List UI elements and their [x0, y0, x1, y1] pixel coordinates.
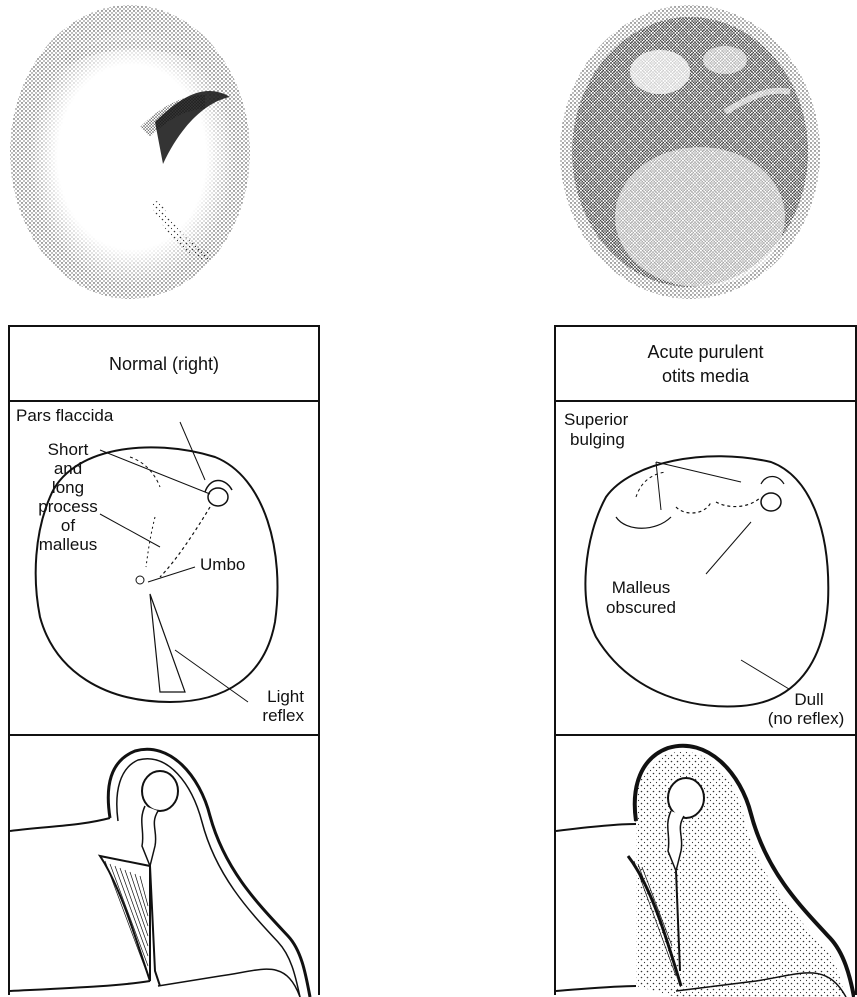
label-pars-flaccida: Pars flaccida	[16, 406, 113, 426]
acute-diagram-panel: Superior bulging Malleus obscured Dull (…	[554, 400, 857, 736]
acute-otitis-eardrum-photo	[550, 2, 830, 302]
normal-crosssection-panel	[8, 734, 320, 995]
label-no-reflex: (no reflex)	[756, 709, 856, 729]
label-light: Light	[220, 687, 304, 707]
acute-crosssection-drawing	[556, 736, 855, 997]
label-obscured: obscured	[586, 598, 696, 618]
label-long: long	[28, 478, 108, 498]
normal-crosssection-drawing	[10, 736, 318, 997]
label-short: Short	[28, 440, 108, 460]
label-of: of	[28, 516, 108, 536]
acute-crosssection-panel	[554, 734, 857, 995]
normal-eardrum-photo	[5, 2, 255, 302]
label-malleus-ac: Malleus	[586, 578, 696, 598]
label-superior: Superior	[564, 410, 628, 430]
acute-title-box: Acute purulent otits media	[554, 325, 857, 402]
label-dull: Dull	[761, 690, 857, 710]
acute-title-line1: Acute purulent	[647, 340, 763, 364]
label-malleus: malleus	[28, 535, 108, 555]
label-bulging: bulging	[570, 430, 625, 450]
acute-title-line2: otits media	[662, 364, 749, 388]
label-process: process	[28, 497, 108, 517]
normal-title-box: Normal (right)	[8, 325, 320, 402]
label-and: and	[28, 459, 108, 479]
normal-diagram-panel: Pars flaccida Short and long process of …	[8, 400, 320, 736]
acute-eardrum-drawing	[556, 402, 855, 734]
label-umbo: Umbo	[200, 555, 245, 575]
label-reflex: reflex	[220, 706, 304, 726]
normal-title: Normal (right)	[109, 352, 219, 376]
